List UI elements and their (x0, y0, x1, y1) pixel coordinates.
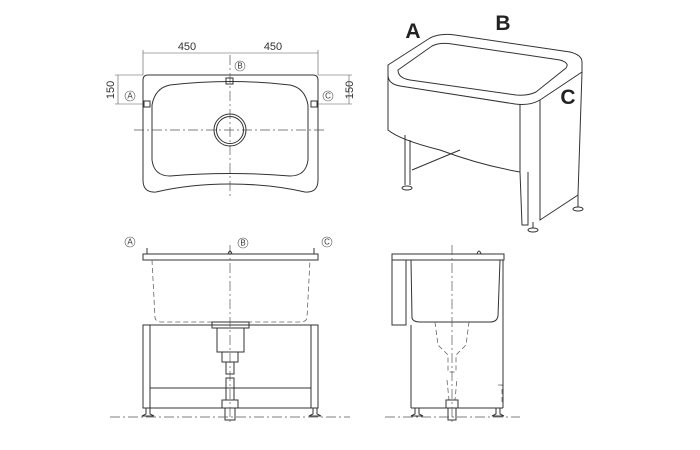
marker-c: C (325, 92, 331, 101)
dimension-offset-left: 150 (105, 81, 117, 99)
iso-label-b: B (495, 12, 510, 35)
iso-label-a: A (405, 20, 420, 43)
front-marker-a: A (127, 238, 133, 247)
marker-a: A (127, 92, 133, 101)
front-marker-b: B (240, 239, 245, 248)
isometric-view: A B C (387, 12, 584, 233)
marker-b: B (237, 62, 242, 71)
plan-view: 450 450 150 150 A B C (105, 41, 356, 196)
dimension-width-right: 450 (264, 41, 282, 53)
front-marker-c: C (324, 238, 330, 247)
dimension-offset-right: 150 (344, 81, 356, 99)
front-view: A B C (110, 236, 350, 425)
iso-label-c: C (560, 86, 575, 109)
side-view (385, 245, 520, 425)
dimension-width-left: 450 (178, 41, 196, 53)
